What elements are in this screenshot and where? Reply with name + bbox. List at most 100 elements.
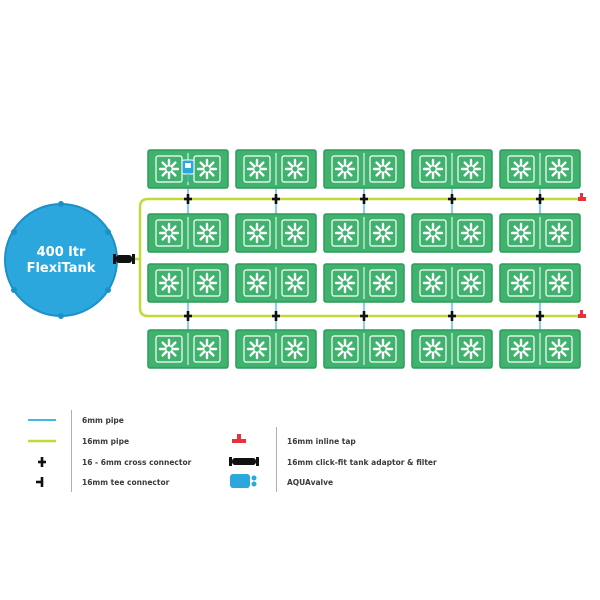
tap-body [578, 314, 586, 318]
tap-handle [580, 310, 583, 315]
plant-pot [499, 263, 581, 303]
plant-frame [243, 269, 271, 297]
connector-bar [448, 314, 456, 318]
connector-bar [272, 197, 280, 201]
connector-bar [536, 197, 544, 201]
plant-frame [419, 155, 447, 183]
plant-frame [507, 219, 535, 247]
tap-handle [580, 193, 583, 198]
aquavalve-body [230, 474, 250, 488]
plant-icon [545, 335, 573, 363]
adaptor-body [116, 255, 132, 263]
plant-center [379, 279, 387, 287]
plant-center [517, 229, 525, 237]
plant-frame [281, 269, 309, 297]
plant-icon [457, 269, 485, 297]
cross-connector-icon [448, 194, 456, 204]
tap-body [578, 197, 586, 201]
plant-center [165, 279, 173, 287]
plant-icon [331, 219, 359, 247]
plant-center [291, 229, 299, 237]
plant-center [165, 345, 173, 353]
plant-frame [331, 155, 359, 183]
plant-frame [545, 269, 573, 297]
plant-center [555, 165, 563, 173]
connector-bar [448, 197, 456, 201]
plant-icon [193, 269, 221, 297]
plant-icon [281, 219, 309, 247]
plant-frame [331, 269, 359, 297]
6mm-pipe-network [187, 188, 541, 330]
plant-center [467, 345, 475, 353]
cross-connector-icon [272, 311, 280, 321]
plant-frame [281, 219, 309, 247]
plant-frame [193, 269, 221, 297]
plant-icon [457, 335, 485, 363]
plant-pot [147, 213, 229, 253]
plant-icon [281, 155, 309, 183]
16mm-pipe-network [132, 197, 578, 318]
flexitank: 400 ltr FlexiTank [4, 201, 118, 319]
plant-frame [507, 155, 535, 183]
legend-aquavalve-icon [230, 474, 257, 488]
cross-connector-icon [272, 194, 280, 204]
plant-icon [419, 219, 447, 247]
plant-pot-grid [147, 149, 581, 369]
plant-center [429, 165, 437, 173]
plant-center [517, 279, 525, 287]
legend-cross-icon [38, 457, 46, 467]
plant-frame [155, 219, 183, 247]
plant-center [341, 229, 349, 237]
plant-frame [243, 155, 271, 183]
plant-frame [419, 335, 447, 363]
plant-center [555, 229, 563, 237]
plant-icon [369, 269, 397, 297]
plant-center [517, 345, 525, 353]
plant-icon [193, 335, 221, 363]
plant-pot [235, 263, 317, 303]
tank-name-label: FlexiTank [27, 261, 96, 276]
aquavalve-icon [181, 159, 195, 182]
plant-frame [507, 269, 535, 297]
tap-body [232, 439, 246, 443]
adaptor-end [229, 457, 232, 466]
plant-center [429, 345, 437, 353]
plant-frame [193, 219, 221, 247]
connector-bar [272, 314, 280, 318]
plant-pot [147, 329, 229, 369]
connector-bar [360, 197, 368, 201]
plant-icon [331, 155, 359, 183]
pipe-16mm-lower [138, 259, 578, 318]
plant-center [379, 345, 387, 353]
tank-rim-dot [105, 229, 111, 235]
plant-center [341, 279, 349, 287]
plant-pot [499, 149, 581, 189]
pipe-16mm-upper [132, 197, 578, 261]
adaptor-end [113, 254, 116, 264]
plant-center [165, 165, 173, 173]
plant-center [379, 229, 387, 237]
connector-set [181, 159, 586, 321]
connector-bar [40, 477, 44, 487]
plant-frame [331, 335, 359, 363]
tank-rim-dot [11, 229, 17, 235]
plant-icon [331, 335, 359, 363]
plant-frame [457, 155, 485, 183]
plant-icon [507, 269, 535, 297]
plant-pot [235, 329, 317, 369]
plant-center [253, 345, 261, 353]
plant-icon [331, 269, 359, 297]
aquavalve-window [185, 163, 191, 168]
plant-center [429, 279, 437, 287]
tank-rim-dot [58, 201, 64, 207]
plant-frame [193, 335, 221, 363]
adaptor-end [132, 254, 135, 264]
cross-connector-icon [536, 311, 544, 321]
plant-center [203, 345, 211, 353]
cross-connector-icon [184, 311, 192, 321]
plant-frame [369, 335, 397, 363]
plant-center [203, 165, 211, 173]
plant-icon [545, 155, 573, 183]
plant-center [291, 165, 299, 173]
plant-icon [545, 269, 573, 297]
